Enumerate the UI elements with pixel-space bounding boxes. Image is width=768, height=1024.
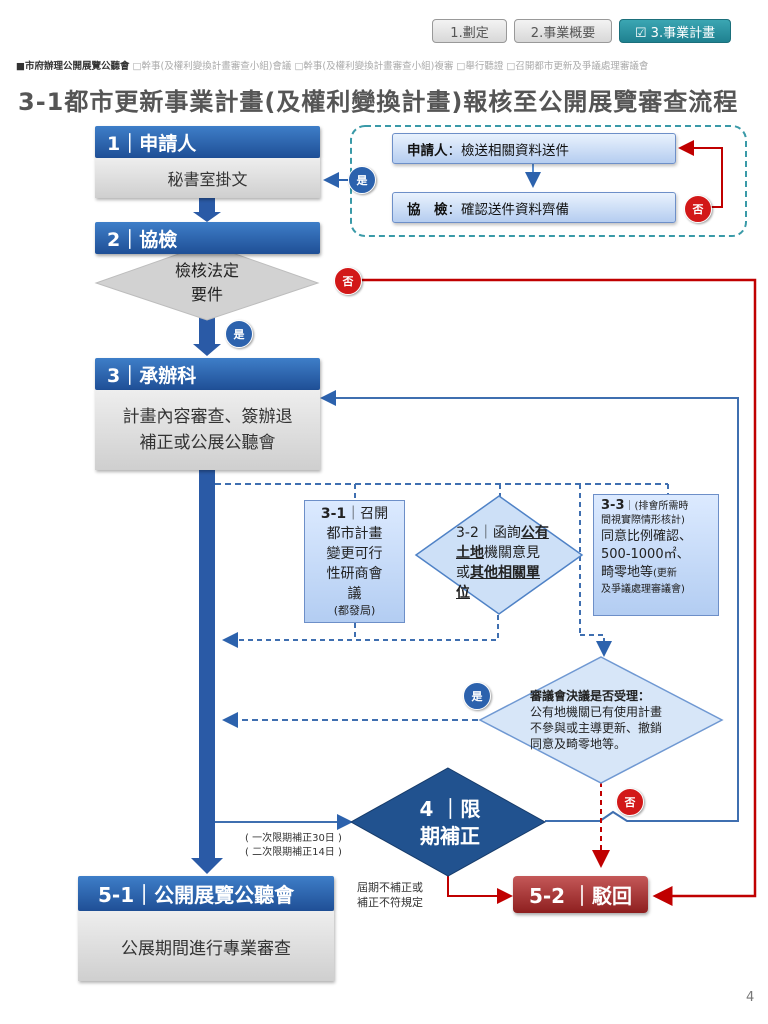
sub-3-1-note: (都發局) bbox=[333, 604, 376, 617]
sub-3-1-line2: 都市計畫 bbox=[326, 526, 383, 542]
step2-diamond-line1: 檢核法定 bbox=[174, 261, 239, 280]
step2-diamond-text: 檢核法定 要件 bbox=[147, 259, 267, 307]
sub-3-2-text: 3-2｜函詢公有 土地機關意見 或其他相關單 位 bbox=[456, 523, 568, 603]
step3-body-line1: 計畫內容審查、簽辦退 bbox=[122, 407, 293, 427]
sub-3-3-line1: 同意比例確認、 bbox=[601, 529, 693, 544]
review-line3: 同意及畸零地等。 bbox=[530, 737, 627, 751]
yes-badge-step2: 是 bbox=[225, 320, 253, 348]
sub-3-3-box: 3-3｜(排會所需時 間視實際情形核計) 同意比例確認、 500-1000㎡、 … bbox=[593, 494, 719, 616]
applicant-text: ：檢送相關資料送件 bbox=[447, 142, 570, 159]
deadline-note-2: ( 二次限期補正14日 ) bbox=[245, 847, 342, 858]
breadcrumb-item-review-committee: □召開都市更新及爭議處理審議會 bbox=[506, 61, 649, 72]
applicant-submit-box: 申請人：檢送相關資料送件 bbox=[392, 133, 676, 164]
tab-2-business-summary[interactable]: 2.事業概要 bbox=[514, 19, 612, 43]
sub-3-1-box: 3-1｜召開 都市計畫 變更可行 性研商會 議 (都發局) bbox=[304, 500, 405, 623]
no-badge-review: 否 bbox=[616, 788, 644, 816]
step3-body-line2: 補正或公展公聽會 bbox=[139, 433, 276, 453]
reject-condition-notes: 屆期不補正或 補正不符規定 bbox=[357, 880, 423, 910]
sub-3-2-line1a: ｜函詢 bbox=[478, 525, 521, 541]
step1-secretariat-box: 秘書室掛文 bbox=[95, 158, 320, 198]
breadcrumb-item-public-exhibition: ■市府辦理公開展覽公聽會 bbox=[16, 61, 130, 72]
step5-2-reject-header: 5-2 ｜駁回 bbox=[513, 876, 648, 913]
sub-3-2-line3b: 其他相關單 bbox=[470, 565, 540, 581]
review-line1: 公有地機關已有使用計畫 bbox=[530, 705, 663, 719]
sub-3-3-small2: 間視實際情形核計) bbox=[601, 515, 685, 526]
tab-3-business-plan[interactable]: ☑ 3.事業計畫 bbox=[619, 19, 731, 43]
sub-3-1-line1: ｜召開 bbox=[346, 506, 389, 522]
step3-header: 3｜承辦科 bbox=[95, 358, 320, 390]
deadline-notes: ( 一次限期補正30日 ) ( 二次限期補正14日 ) bbox=[245, 832, 342, 860]
yes-badge-review: 是 bbox=[463, 682, 491, 710]
deadline-note-1: ( 一次限期補正30日 ) bbox=[245, 833, 342, 844]
sub-3-1-tag: 3-1 bbox=[320, 506, 347, 522]
step1-body: 秘書室掛文 bbox=[167, 170, 248, 189]
breadcrumb-item-staff-review: □幹事(及權利變換計畫審查小組)複審 bbox=[294, 61, 454, 72]
review-question: 審議會決議是否受理： bbox=[530, 689, 651, 703]
sub-3-2-line1b: 公有 bbox=[520, 525, 549, 541]
sub-3-2-tag: 3-2 bbox=[456, 525, 479, 541]
breadcrumb-item-hearing: □舉行聽證 bbox=[456, 61, 504, 72]
sub-3-2-line4: 位 bbox=[456, 585, 470, 601]
sub-3-3-line3a: 畸零地等 bbox=[601, 565, 654, 580]
sub-3-3-small1: ｜(排會所需時 bbox=[624, 501, 689, 512]
sub-3-2-line2b: 機關意見 bbox=[484, 545, 540, 561]
step2-header: 2｜協檢 bbox=[95, 222, 320, 254]
sub-3-3-line2: 500-1000㎡、 bbox=[601, 547, 690, 562]
reject-note-2: 補正不符規定 bbox=[357, 896, 423, 909]
breadcrumb-item-staff-meeting: □幹事(及權利變換計畫審查小組)會議 bbox=[132, 61, 292, 72]
step5-1-body: 公展期間進行專業審查 bbox=[121, 938, 291, 959]
check-label: 協 檢 bbox=[407, 201, 448, 218]
check-requirements-diamond bbox=[94, 243, 320, 321]
sub-3-3-tag: 3-3 bbox=[601, 498, 625, 513]
review-line2: 不參與或主導更新、撤銷 bbox=[530, 721, 663, 735]
step5-1-box: 公展期間進行專業審查 bbox=[78, 911, 334, 981]
step3-review-box: 計畫內容審查、簽辦退 補正或公展公聽會 bbox=[95, 390, 320, 470]
sub-3-2-line3a: 或 bbox=[456, 565, 470, 581]
yes-badge-loop: 是 bbox=[348, 166, 376, 194]
step4-line2: 期補正 bbox=[420, 824, 480, 848]
step4-line1: 4 ｜限 bbox=[419, 797, 481, 821]
deadline-correction-diamond bbox=[349, 767, 547, 877]
step5-1-header: 5-1｜公開展覽公聽會 bbox=[78, 876, 334, 911]
sub-3-1-line3: 變更可行 bbox=[326, 546, 383, 562]
reject-note-1: 屆期不補正或 bbox=[357, 881, 423, 894]
sub-3-3-line4: 及爭議處理審議會) bbox=[601, 584, 685, 595]
step1-header: 1｜申請人 bbox=[95, 126, 320, 158]
sub-3-2-line2a: 土地 bbox=[456, 545, 484, 561]
sub-3-1-line4: 性研商會 bbox=[326, 566, 383, 582]
tab-1-designation[interactable]: 1.劃定 bbox=[432, 19, 507, 43]
applicant-label: 申請人 bbox=[407, 142, 448, 159]
review-decision-diamond bbox=[478, 656, 724, 784]
sub-3-1-line5: 議 bbox=[347, 586, 362, 602]
check-docs-box: 協 檢：確認送件資料齊備 bbox=[392, 192, 676, 223]
review-decision-text: 審議會決議是否受理： 公有地機關已有使用計畫 不參與或主導更新、撤銷 同意及畸零… bbox=[530, 688, 662, 752]
check-text: ：確認送件資料齊備 bbox=[447, 201, 570, 218]
public-land-inquiry-diamond bbox=[414, 495, 584, 615]
sub-3-3-line3b: (更新 bbox=[653, 568, 677, 579]
step2-diamond-line2: 要件 bbox=[190, 285, 223, 304]
no-badge-loop: 否 bbox=[684, 195, 712, 223]
breadcrumb: ■市府辦理公開展覽公聽會 □幹事(及權利變換計畫審查小組)會議 □幹事(及權利變… bbox=[16, 58, 648, 72]
page-number: 4 bbox=[746, 990, 755, 1005]
page-title: 3-1都市更新事業計畫(及權利變換計畫)報核至公開展覽審查流程 bbox=[18, 88, 739, 116]
no-badge-step2: 否 bbox=[334, 267, 362, 295]
step4-text: 4 ｜限 期補正 bbox=[395, 796, 505, 850]
